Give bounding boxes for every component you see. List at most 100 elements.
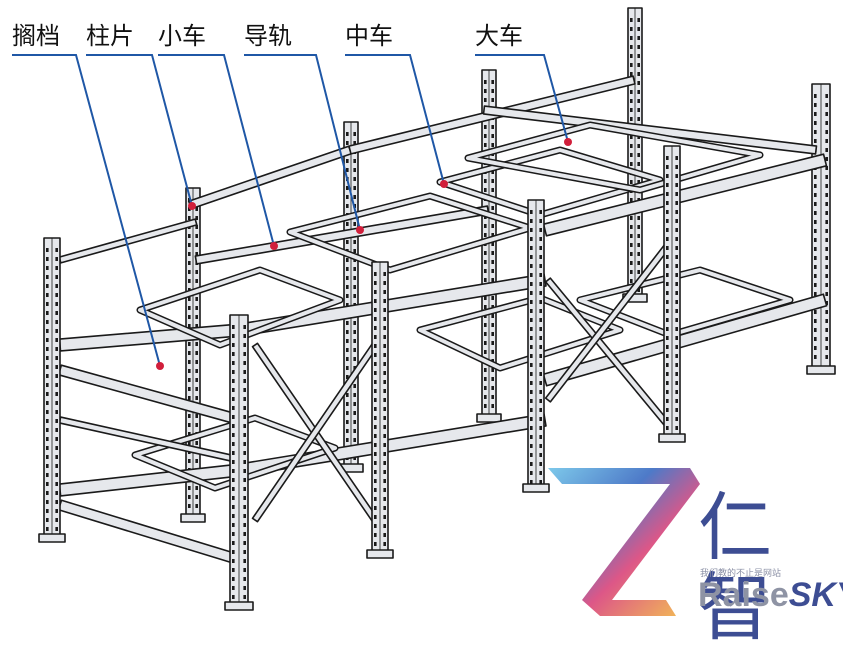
- upright-hole: [814, 274, 817, 278]
- upright-hole: [232, 505, 235, 509]
- upright-hole: [383, 497, 386, 501]
- upright-hole: [484, 350, 487, 354]
- upright-hole: [530, 444, 533, 448]
- upright-hole: [46, 491, 49, 495]
- small-cart-tray-lower-face: [133, 416, 337, 490]
- upright-hole: [243, 370, 246, 374]
- upright-hole: [675, 417, 678, 421]
- guide-rail-beam: [542, 153, 828, 237]
- upright-hole: [353, 240, 356, 244]
- upright-hole: [666, 246, 669, 250]
- upright-hole: [243, 352, 246, 356]
- upright-hole: [675, 309, 678, 313]
- guide-rail-beam: [238, 273, 547, 337]
- upright-hole: [675, 264, 678, 268]
- upright-hole: [539, 444, 542, 448]
- upright-hole: [530, 237, 533, 241]
- upright-hole: [666, 300, 669, 304]
- upright-hole: [484, 305, 487, 309]
- upright-hole: [232, 487, 235, 491]
- upright-hole: [374, 515, 377, 519]
- upright-hole: [530, 408, 533, 412]
- upright-hole: [353, 195, 356, 199]
- upright-hole: [530, 291, 533, 295]
- upright-hole: [374, 308, 377, 312]
- upright-hole: [195, 225, 198, 229]
- upright-hole: [825, 274, 828, 278]
- upright-hole: [353, 357, 356, 361]
- upright-hole: [675, 381, 678, 385]
- upright-hole: [243, 478, 246, 482]
- upright-hole: [539, 372, 542, 376]
- upright-hole: [530, 480, 533, 484]
- upright-hole: [383, 524, 386, 528]
- upright-hole: [55, 302, 58, 306]
- upright-hole: [353, 411, 356, 415]
- upright-hole: [195, 414, 198, 418]
- upright-hole: [46, 401, 49, 405]
- upright-hole: [46, 518, 49, 522]
- upright-hole: [666, 264, 669, 268]
- upright-hole: [55, 392, 58, 396]
- upright-hole: [491, 260, 494, 264]
- top-rail: [194, 205, 490, 265]
- upright-hole: [232, 496, 235, 500]
- upright-hole: [374, 317, 377, 321]
- upright-hole: [243, 460, 246, 464]
- upright-hole: [195, 351, 198, 355]
- upright-hole: [188, 234, 191, 238]
- upright-hole: [353, 348, 356, 352]
- upright-hole: [46, 356, 49, 360]
- upright-hole: [46, 446, 49, 450]
- upright-hole: [55, 248, 58, 252]
- upright-hole: [346, 303, 349, 307]
- upright-hole: [539, 426, 542, 430]
- upright-hole: [346, 348, 349, 352]
- upright-hole: [539, 246, 542, 250]
- upright-hole: [666, 273, 669, 277]
- upright-hole: [539, 453, 542, 457]
- upright-hole: [675, 228, 678, 232]
- upright-hole: [491, 170, 494, 174]
- base-plate: [806, 365, 836, 375]
- upright-hole: [346, 339, 349, 343]
- upright-hole: [666, 372, 669, 376]
- upright-hole: [243, 559, 246, 563]
- upright-hole: [346, 420, 349, 424]
- upright-hole: [383, 362, 386, 366]
- upright-hole: [630, 135, 633, 139]
- label-small-cart: 小车: [158, 22, 206, 50]
- upright-hole: [374, 533, 377, 537]
- upright-hole: [55, 320, 58, 324]
- upright-hole: [383, 371, 386, 375]
- upright-hole: [383, 461, 386, 465]
- upright-hole: [46, 392, 49, 396]
- upright-hole: [374, 398, 377, 402]
- large-cart-tray-face: [438, 148, 662, 217]
- upright-hole: [243, 550, 246, 554]
- upright-hole: [188, 360, 191, 364]
- upright-hole: [243, 469, 246, 473]
- upright-hole: [55, 356, 58, 360]
- upright-hole: [374, 290, 377, 294]
- upright-hole: [46, 419, 49, 423]
- upright-hole: [825, 247, 828, 251]
- upright-hole: [630, 108, 633, 112]
- upright-hole: [55, 383, 58, 387]
- upright-hole: [675, 165, 678, 169]
- upright-hole: [55, 500, 58, 504]
- upright-hole: [675, 363, 678, 367]
- upright-hole: [195, 342, 198, 346]
- upright-hole: [232, 532, 235, 536]
- upright-hole: [232, 541, 235, 545]
- upright-hole: [346, 276, 349, 280]
- upright-hole: [55, 257, 58, 261]
- upright-hole: [46, 374, 49, 378]
- top-rail: [187, 145, 353, 210]
- upright-hole: [55, 509, 58, 513]
- upright-hole: [383, 488, 386, 492]
- upright-hole: [814, 319, 817, 323]
- upright-hole: [675, 255, 678, 259]
- upright-hole: [243, 541, 246, 545]
- upright-hole: [530, 345, 533, 349]
